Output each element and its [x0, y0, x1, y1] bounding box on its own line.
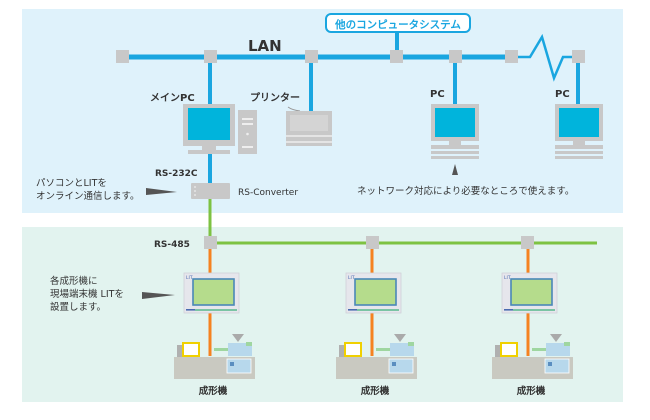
svg-text:現場端末機 LITを: 現場端末機 LITを [50, 288, 124, 300]
pointer-arrow-icon [452, 164, 458, 175]
molding-machine-icon [492, 334, 573, 379]
rs-converter: RS-Converter [191, 183, 298, 199]
lit-terminal-icon: LIT [345, 272, 402, 314]
pc-tower-icon [238, 110, 257, 154]
keyboard-icon [431, 145, 479, 149]
molding-machine-icon [174, 334, 255, 379]
rs485-node [366, 236, 379, 249]
molding-unit: LIT 成形機 [492, 249, 573, 397]
svg-text:オンライン通信します。: オンライン通信します。 [36, 190, 140, 202]
main-pc-label: メインPC [150, 92, 195, 104]
pointer-arrow-icon [146, 188, 177, 195]
pc-label: PC [555, 89, 570, 100]
molding-unit: LIT 成形機 [174, 249, 255, 397]
printer-label: プリンター [250, 91, 300, 104]
keyboard-icon [555, 145, 603, 149]
molding-unit: LIT 成形機 [336, 249, 417, 397]
machine-label: 成形機 [361, 385, 390, 397]
rs485-node [521, 236, 534, 249]
lan-node [505, 50, 518, 63]
lan-node [116, 50, 129, 63]
lan-node [390, 50, 403, 63]
rs485-bus [204, 236, 597, 249]
lan-nodes [116, 50, 585, 63]
svg-text:ネットワーク対応により必要なところで使えます。: ネットワーク対応により必要なところで使えます。 [357, 185, 574, 197]
pc-label: PC [430, 89, 445, 100]
lit-badge: LIT [504, 275, 511, 281]
lit-terminal-icon: LIT [183, 272, 240, 314]
lan-node [449, 50, 462, 63]
main-pc: メインPC [150, 92, 257, 154]
converter-icon [191, 183, 230, 199]
printer: プリンター [250, 91, 332, 146]
pc-2: PC [555, 89, 603, 159]
wan-link-zigzag [515, 33, 577, 82]
network-use-annotation: ネットワーク対応により必要なところで使えます。 [357, 164, 574, 197]
machine-label: 成形機 [199, 385, 228, 397]
lan-node [305, 50, 318, 63]
converter-label: RS-Converter [238, 188, 298, 198]
lan-label: LAN [248, 37, 282, 55]
svg-text:パソコンとLITを: パソコンとLITを [36, 178, 107, 189]
lit-install-annotation: 各成形機に 現場端末機 LITを 設置します。 [50, 275, 175, 313]
lit-badge: LIT [186, 275, 193, 281]
pc-1: PC [430, 89, 479, 159]
lan-node [204, 50, 217, 63]
svg-text:設置します。: 設置します。 [50, 301, 106, 313]
molding-machine-icon [336, 334, 417, 379]
rs232c-label: RS-232C [155, 169, 198, 179]
lan-node [572, 50, 585, 63]
svg-text:他のコンピュータシステム: 他のコンピュータシステム [334, 18, 461, 31]
rs485-node [204, 236, 217, 249]
rs485-label: RS-485 [154, 240, 190, 250]
pointer-arrow-icon [142, 292, 175, 299]
other-systems-callout: 他のコンピュータシステム [325, 13, 471, 33]
machine-label: 成形機 [517, 385, 546, 397]
lit-badge: LIT [348, 275, 355, 281]
pc-link-annotation: パソコンとLITを オンライン通信します。 [36, 178, 177, 202]
lit-terminal-icon: LIT [501, 272, 558, 314]
svg-text:各成形機に: 各成形機に [50, 275, 98, 287]
